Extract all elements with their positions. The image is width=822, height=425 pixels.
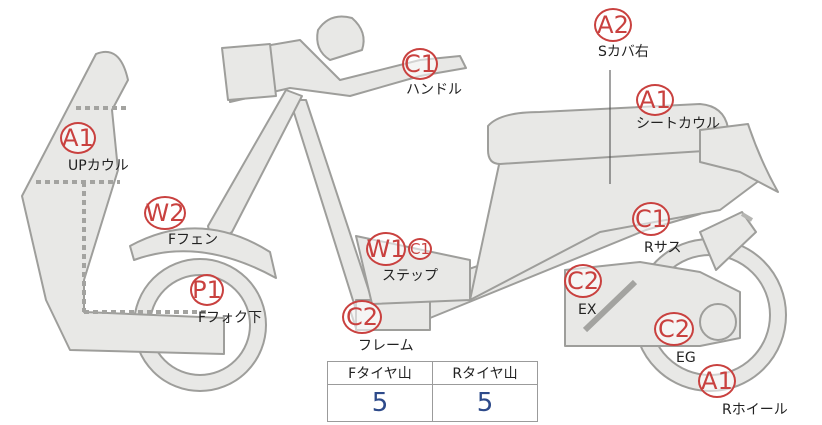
tire-table-value-row: 5 5 — [327, 384, 538, 422]
label-r-sus: Rサス — [644, 240, 682, 256]
mirror — [316, 15, 365, 61]
front-cowl — [21, 50, 225, 355]
code-f-fender: W2 — [144, 196, 186, 230]
label-eg: EG — [676, 350, 696, 366]
code-r-sus: C1 — [632, 202, 670, 236]
label-ex: EX — [578, 302, 597, 318]
code-r-wheel: A1 — [698, 364, 736, 398]
value-front-tire: 5 — [327, 384, 433, 422]
rear-hub — [699, 303, 737, 341]
seat — [487, 103, 729, 165]
code-f-fork-lower: P1 — [190, 274, 224, 306]
code-frame: C2 — [342, 300, 382, 334]
tire-table-header-row: Fタイヤ山 Rタイヤ山 — [327, 361, 538, 385]
header-rear-tire: Rタイヤ山 — [432, 361, 538, 385]
head-light — [221, 43, 277, 101]
tire-tread-table: Fタイヤ山 Rタイヤ山 5 5 — [327, 361, 538, 422]
tail-cowl — [699, 123, 779, 193]
label-f-fork-lower: Fフォク下 — [198, 310, 263, 326]
label-frame: フレーム — [358, 338, 414, 354]
engine-unit — [564, 261, 741, 347]
code-up-cowl: A1 — [60, 122, 96, 154]
code-step-sub: C1 — [408, 238, 432, 260]
code-step: W1 — [366, 232, 406, 266]
shock-top — [740, 212, 754, 222]
code-seat-cowl: A1 — [636, 84, 674, 116]
code-s-cover-right: A2 — [594, 8, 632, 42]
front-fender — [129, 227, 277, 279]
rear-shock — [699, 211, 757, 271]
value-rear-tire: 5 — [432, 384, 538, 422]
code-eg: C2 — [654, 312, 694, 346]
header-front-tire: Fタイヤ山 — [327, 361, 433, 385]
code-ex: C2 — [564, 264, 602, 298]
label-f-fender: Fフェン — [168, 232, 219, 248]
label-r-wheel: Rホイール — [722, 402, 788, 418]
label-handle: ハンドル — [406, 82, 462, 98]
label-up-cowl: UPカウル — [68, 158, 129, 174]
label-s-cover-right: Sカバ右 — [598, 44, 649, 60]
code-handle: C1 — [402, 48, 438, 80]
down-tube — [289, 99, 373, 311]
front-fork — [207, 89, 303, 247]
label-step: ステップ — [382, 268, 438, 284]
exhaust-pipe — [582, 279, 638, 333]
label-seat-cowl: シートカウル — [636, 116, 720, 132]
